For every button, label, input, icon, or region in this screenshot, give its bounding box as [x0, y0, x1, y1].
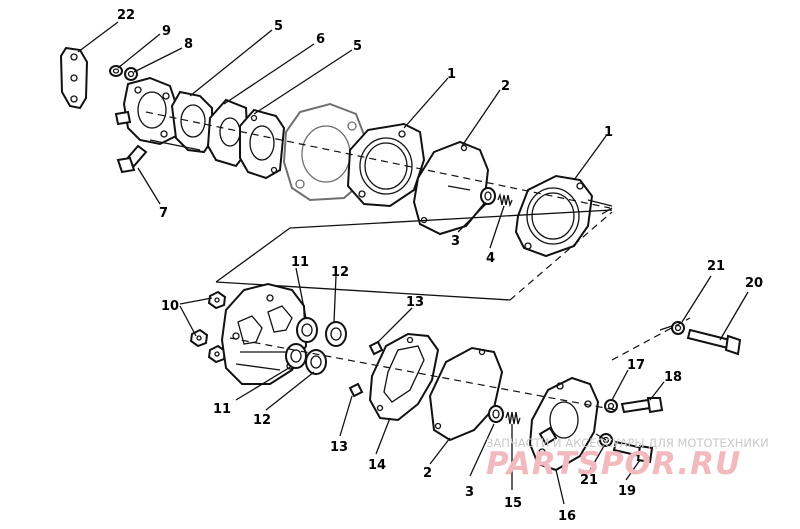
callout-2-a: 2 [501, 79, 510, 94]
part-3-disc-a [480, 187, 496, 205]
part-13-screw-b [348, 382, 364, 398]
part-18-bolt [620, 397, 664, 414]
callout-2-b: 2 [423, 466, 432, 481]
callout-4: 4 [486, 251, 495, 266]
part-16-pump-cover [528, 376, 600, 472]
callout-21-a: 21 [707, 259, 725, 274]
part-11-check-valve-b [285, 343, 307, 369]
callout-19: 19 [618, 484, 636, 499]
callout-15: 15 [504, 496, 522, 511]
callout-3-a: 3 [451, 234, 460, 249]
part-9-nut [109, 65, 123, 77]
part-8-washer [124, 67, 138, 81]
callout-18: 18 [664, 370, 682, 385]
part-19-bolt [612, 440, 654, 464]
part-5-gasket-b [239, 108, 286, 180]
callout-21-b: 21 [580, 473, 598, 488]
part-20-long-bolt [686, 328, 742, 356]
part-12-seal-b [305, 349, 327, 375]
callout-12-a: 12 [331, 265, 349, 280]
callout-22: 22 [117, 8, 135, 23]
watermark-caption: ЗАПЧАСТИ И АКСЕССУАРЫ ДЛЯ МОТОТЕХНИКИ [486, 436, 769, 450]
callout-11-a: 11 [291, 255, 309, 270]
callout-12-b: 12 [253, 413, 271, 428]
part-10-nut-a [207, 290, 227, 310]
callout-3-b: 3 [465, 485, 474, 500]
callout-17: 17 [627, 358, 645, 373]
part-13-screw-a [368, 340, 384, 356]
callout-labels: 22 9 8 5 6 5 1 2 1 7 3 4 21 20 11 12 10 … [117, 8, 763, 524]
callout-14: 14 [368, 458, 386, 473]
part-17-washer [604, 399, 618, 413]
callout-8: 8 [184, 37, 193, 52]
part-5-gasket-a [170, 90, 213, 154]
callout-20: 20 [745, 276, 763, 291]
lower-pump-housing [220, 282, 308, 385]
part-21-washer-a [671, 321, 685, 335]
leader-lines [77, 21, 749, 505]
watermark: ЗАПЧАСТИ И АКСЕССУАРЫ ДЛЯ МОТОТЕХНИКИ PA… [486, 436, 769, 482]
callout-5-b: 5 [353, 39, 362, 54]
callout-13-b: 13 [330, 440, 348, 455]
callout-6: 6 [316, 32, 325, 47]
part-4-spring [497, 192, 513, 208]
callout-1-b: 1 [604, 125, 613, 140]
callout-9: 9 [162, 24, 171, 39]
callout-1-a: 1 [447, 67, 456, 82]
watermark-brand: PARTSPOR.RU [486, 446, 741, 482]
part-2-diaphragm-a [412, 140, 490, 236]
part-14-gasket [368, 332, 440, 422]
callout-5-a: 5 [274, 19, 283, 34]
part-1-gasket-b [514, 174, 594, 258]
part-12-seal-a [325, 321, 347, 347]
upper-pump-housing [114, 76, 180, 146]
callout-13-a: 13 [406, 295, 424, 310]
part-15-spring [505, 411, 521, 425]
part-11-check-valve-a [296, 317, 318, 343]
part-22-cover-plate [59, 46, 89, 110]
callout-11-b: 11 [213, 402, 231, 417]
part-2-diaphragm-b [428, 346, 504, 442]
part-3-disc-b [488, 405, 504, 423]
callout-10: 10 [161, 299, 179, 314]
callout-7: 7 [159, 206, 168, 221]
callout-16: 16 [558, 509, 576, 524]
part-7-bolt [116, 144, 148, 174]
